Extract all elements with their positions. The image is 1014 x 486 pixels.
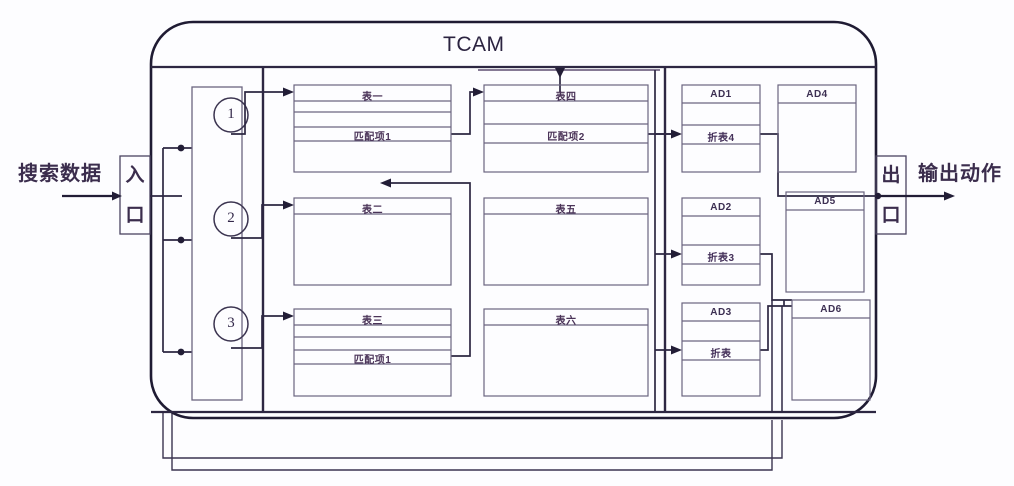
ad-d-boxes <box>777 84 871 401</box>
feedback-loops <box>162 412 783 471</box>
table-b-to-ad-connectors <box>648 70 676 412</box>
stage-to-table-connectors <box>231 91 288 349</box>
arrow-to-ad1 <box>671 129 682 139</box>
input-arrow-head <box>112 191 122 201</box>
bus-dot-1 <box>177 144 185 152</box>
arrow-to-table-a2 <box>283 200 294 210</box>
stage-circle-2 <box>213 201 249 237</box>
input-port-box <box>119 155 151 235</box>
output-junction-dot <box>874 192 882 200</box>
stage-circle-3 <box>213 306 249 342</box>
arrow-to-ad2 <box>671 249 682 259</box>
output-arrow-head <box>944 191 955 201</box>
arrow-to-table-a2-feed <box>380 178 391 188</box>
input-distribution-bus <box>150 147 192 353</box>
right-collector <box>771 300 783 412</box>
bus-dot-3 <box>177 348 185 356</box>
arrow-to-table-a3 <box>283 311 294 321</box>
arrow-to-table-b1 <box>473 87 484 97</box>
tcam-outer-boundary <box>149 20 878 420</box>
ad-c-boxes <box>681 84 761 397</box>
table-b-boxes <box>483 84 649 397</box>
bus-dot-2 <box>177 236 185 244</box>
table-a-boxes <box>293 84 452 397</box>
stage-column-box <box>191 86 243 401</box>
top-feed-arrow <box>555 68 565 78</box>
arrow-to-ad3 <box>671 345 682 355</box>
arrow-to-table-a1 <box>283 87 294 97</box>
stage-circle-1 <box>213 97 249 133</box>
